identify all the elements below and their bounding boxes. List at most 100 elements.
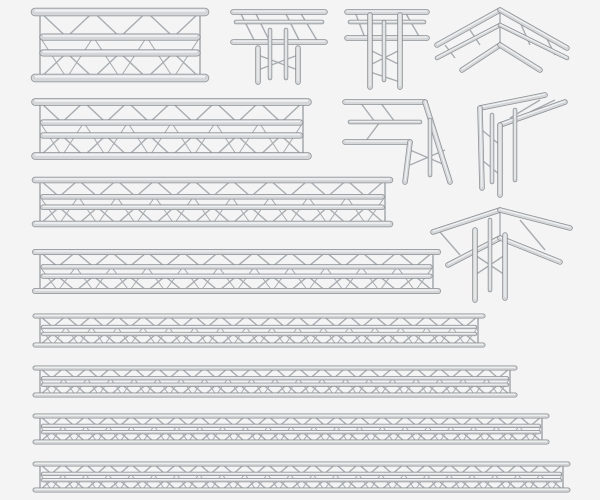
brace [146,36,174,79]
brace [172,36,201,79]
brace [119,36,148,79]
brace [379,266,398,292]
brace [325,266,345,292]
brace [280,122,304,157]
brace [346,196,367,225]
brace [182,266,202,292]
brace [359,101,376,123]
straight-truss-6 [32,365,518,398]
tube-highlight [424,101,451,182]
brace [379,101,396,123]
brace [250,196,271,225]
brace [354,11,366,39]
brace [83,122,107,157]
brace [236,122,260,157]
brace [192,196,213,225]
brace [61,122,85,157]
l-corner [477,92,568,198]
brace [116,196,137,225]
cross-junction [344,9,430,90]
tube-fill [431,208,502,234]
brace [105,122,129,157]
brace [171,122,194,157]
brace [39,36,68,79]
tube-fill [498,23,569,60]
brace [327,196,348,225]
tube-fill [498,43,542,72]
brace [39,266,59,292]
tube-highlight [499,23,568,58]
brace [154,196,175,225]
brace [39,122,63,157]
brace [164,266,184,292]
brace [97,196,118,225]
brace [39,196,60,225]
tube-fill [478,93,547,110]
brace [288,196,309,225]
brace [231,196,252,225]
corner-down [342,99,453,185]
brace [439,231,461,256]
brace [284,11,301,43]
brace [307,266,327,292]
brace [135,196,156,225]
tube-highlight [432,208,501,232]
brace [92,36,121,79]
brace [128,266,148,292]
straight-truss-4 [32,249,441,294]
tube-fill [460,43,502,72]
tube-highlight [499,208,571,228]
brace [396,266,416,292]
brace [343,266,362,292]
brace [236,266,255,292]
straight-truss-5 [32,313,486,348]
four-way-corner [430,207,573,303]
brace [77,196,98,225]
brace [257,54,299,71]
tube-fill [498,236,562,264]
brace [307,196,328,225]
tube-highlight [461,43,501,70]
tube-fill [498,8,569,50]
brace [289,266,309,292]
brace [66,36,94,79]
brace [146,266,166,292]
brace [192,122,216,157]
straight-truss-3 [31,176,394,228]
tube-fill [498,208,572,230]
brace [212,196,233,225]
brace [299,11,319,43]
brace [361,266,380,292]
straight-truss-1 [30,7,210,83]
brace [93,266,112,292]
tube-highlight [499,8,568,48]
brace [519,219,546,251]
brace [269,196,290,225]
brace [214,122,238,157]
brace [414,266,434,292]
brace [364,121,381,143]
brace [254,11,271,43]
brace [258,122,282,157]
tube-highlight [436,23,501,58]
tube-fill [435,23,502,60]
brace [111,266,130,292]
brace [253,266,273,292]
brace [365,196,386,225]
tube-fill [498,100,567,127]
straight-truss-8 [32,461,571,493]
tube-fill [435,8,502,47]
straight-truss-7 [32,413,550,445]
brace [200,266,220,292]
tube-highlight [479,107,483,188]
brace [173,196,194,225]
tube-highlight [499,100,566,125]
t-junction [230,9,328,85]
three-way-corner [434,7,570,73]
brace [57,266,77,292]
brace [404,11,421,39]
tube-highlight [499,43,541,70]
brace [271,266,291,292]
tube-highlight [499,236,561,262]
